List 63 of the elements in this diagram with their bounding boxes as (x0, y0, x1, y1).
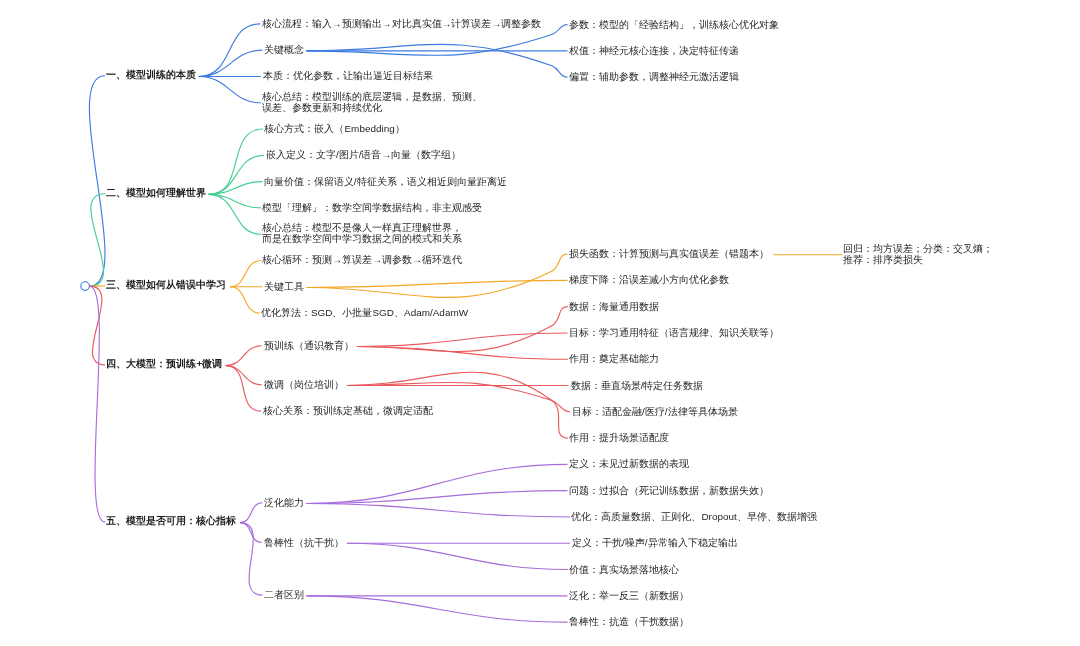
node-text: 核心循环：预测→算误差→调参数→循环迭代 (261, 254, 462, 266)
connector (305, 43, 568, 78)
node-text: 二者区别 (263, 589, 304, 601)
node-text: 核心流程：输入→预测输出→对比真实值→计算误差→调整参数 (261, 17, 541, 29)
node-text: 数据：海量通用数据 (568, 300, 659, 312)
node-text: 核心总结：模型训练的底层逻辑，是数据、预测、误差、参数更新和持续优化 (261, 91, 482, 113)
node-text: 核心关系：预训练定基础，微调定适配 (262, 405, 433, 417)
connector (355, 345, 568, 360)
node-text: 参数：模型的「经验结构」，训练核心优化对象 (568, 18, 779, 30)
node-text: 泛化能力 (263, 496, 304, 508)
node-text: 鲁棒性：抗造（干扰数据） (568, 616, 689, 628)
node-text: 嵌入定义：文字/图片/语音→向量（数字组） (265, 149, 461, 161)
node-text: 关键概念 (263, 44, 304, 56)
connector (238, 522, 262, 544)
node-text: 权值：神经元核心连接，决定特征传递 (568, 44, 739, 56)
node-circle (79, 281, 90, 291)
connector (228, 286, 260, 314)
node-text: 价值：真实场景落地核心 (568, 563, 679, 575)
node-text: 预训练（通识教育） (263, 339, 354, 351)
node-text: 问题：过拟合（死记训练数据，新数据失效） (568, 484, 769, 496)
node-text: 定义：干扰/噪声/异常输入下稳定输出 (571, 537, 738, 549)
node-text: 关键工具 (263, 280, 304, 292)
node-text: 作用：提升场景适配度 (568, 432, 669, 444)
connector (88, 193, 106, 287)
node-text: 核心方式：嵌入（Embedding） (263, 123, 405, 135)
node-text: 核心总结：模型不是像人一样真正理解世界，而是在数学空间中学习数据之间的模式和关系 (261, 222, 462, 245)
node-text: 偏置：辅助参数，调整神经元激活逻辑 (568, 71, 739, 83)
node-text: 优化算法：SGD、小批量SGD、Adam/AdamW (260, 307, 468, 319)
node-text: 本质：优化参数，让输出逼近目标结果 (262, 70, 433, 82)
node-text: 二、模型如何理解世界 (105, 186, 206, 198)
node-text: 模型「理解」：数学空间学数据结构，非主观感受 (261, 201, 482, 213)
node-text: 向量价值：保留语义/特征关系，语义相近则向量距离近 (263, 175, 507, 187)
connector (305, 253, 568, 298)
connector (88, 285, 106, 523)
connector (305, 279, 568, 289)
node-text: 作用：奠定基础能力 (568, 353, 659, 365)
node-text: 鲁棒性（抗干扰） (263, 536, 344, 548)
node-text: 四、大模型：预训练+微调 (105, 358, 222, 370)
node-text: 梯度下降：沿误差减小方向优化参数 (568, 274, 729, 286)
connector (88, 285, 106, 287)
node-text: 五、模型是否可用：核心指标 (105, 515, 236, 527)
node-text: 泛化：举一反三（新数据） (568, 589, 689, 601)
connector (238, 522, 263, 596)
node-text: 目标：适配金融/医疗/法律等具体场景 (571, 405, 738, 417)
connector (345, 371, 568, 439)
node-text: 数据：垂直场景/特定任务数据 (570, 379, 703, 391)
connector (88, 285, 106, 366)
connector (197, 75, 261, 104)
connector (305, 595, 568, 623)
node-text: 微调（岗位培训） (263, 378, 344, 390)
node-text: 回归：均方误差；分类：交叉熵；推荐：排序类损失 (842, 243, 993, 265)
node-text: 一、模型训练的本质 (105, 69, 196, 81)
node-text: 目标：学习通用特征（语言规律、知识关联等） (568, 326, 779, 338)
node-text: 定义：未见过新数据的表现 (568, 458, 689, 470)
connector (772, 254, 843, 256)
connector (305, 502, 571, 518)
connector (345, 542, 568, 571)
connector (224, 365, 261, 412)
node-text: 三、模型如何从错误中学习 (105, 279, 226, 291)
connector (88, 75, 106, 287)
connector (207, 193, 261, 235)
node-text: 优化：高质量数据、正则化、Dropout、早停、数据增强 (570, 510, 817, 522)
node-text: 损失函数：计算预测与真实值误差（错题本） (568, 248, 769, 260)
